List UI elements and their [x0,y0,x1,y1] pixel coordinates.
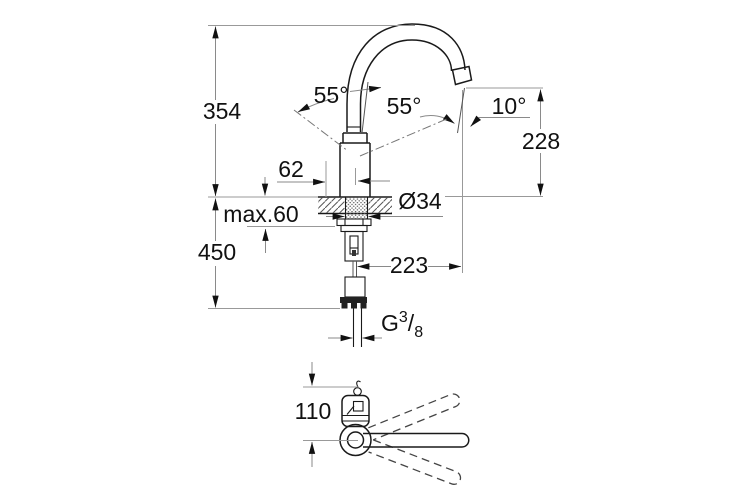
hose-nut [340,297,367,303]
neck-collar [342,132,368,143]
stud-screw [352,250,356,256]
below-counter-height-label: 450 [198,239,236,265]
hole-diameter-label: Ø34 [398,188,442,214]
swivel-right-angle-label: 55° [387,93,422,119]
spout-outer-arc [346,23,466,132]
hose-connector [344,276,366,298]
swivel-ray-left [293,109,349,152]
counter-thickness-label: max.60 [223,201,298,227]
spout-top-circle [353,387,362,396]
stream-angle-line [457,87,465,134]
mounting-flange [336,218,372,227]
extension-lines [208,25,543,441]
hose-foot [341,303,348,309]
body-top-outline [341,394,370,428]
angle-reference-lines [293,81,465,157]
dimension-labels: 354 450 62 max.60 55° 55° 10° 228 Ø34 22… [198,82,560,424]
thread-sub: 8 [414,324,423,341]
thread-sup: 3 [399,309,408,326]
dimension-lines [212,26,544,467]
body-top-diagonal [346,405,355,415]
plan-view [339,380,470,485]
spout-reach-label: 223 [390,252,428,278]
stream-angle-label: 10° [492,93,527,119]
faucet-body [339,142,371,197]
hose-break-lines [352,261,357,277]
spout-inner-arc [359,39,453,132]
shank-knurl [345,197,368,219]
axis-tilt-line [361,81,369,134]
hose-foot [360,303,367,309]
spout-tip-mousseur [451,65,473,86]
body-top-lines [342,414,369,422]
body-top-detail [352,400,364,412]
threaded-stud [344,230,364,262]
thread-size-label: G3/8 [381,309,423,341]
swivel-ray-right [359,117,450,157]
lever-solid [363,432,470,448]
spout-height-label: 228 [522,128,560,154]
countertop-hatch-left [318,197,345,213]
shank-sides [344,197,369,219]
lever-dashed-up [368,393,461,441]
thread-g: G [381,310,399,336]
handle-depth-label: 110 [295,398,332,424]
thread-slash: / [408,310,415,336]
g38-pipe-stub [352,308,363,347]
lever-dashed-down [368,439,462,485]
mounting-nut [340,224,368,233]
swivel-left-angle-label: 55° [314,82,349,108]
overall-height-label: 354 [203,98,242,124]
side-view [318,23,473,347]
countertop-hatch-right [368,197,392,213]
flange-ticks [344,219,364,226]
spout-offset-label: 62 [278,156,304,182]
hose-foot [351,303,357,309]
spout-hook [356,380,361,388]
